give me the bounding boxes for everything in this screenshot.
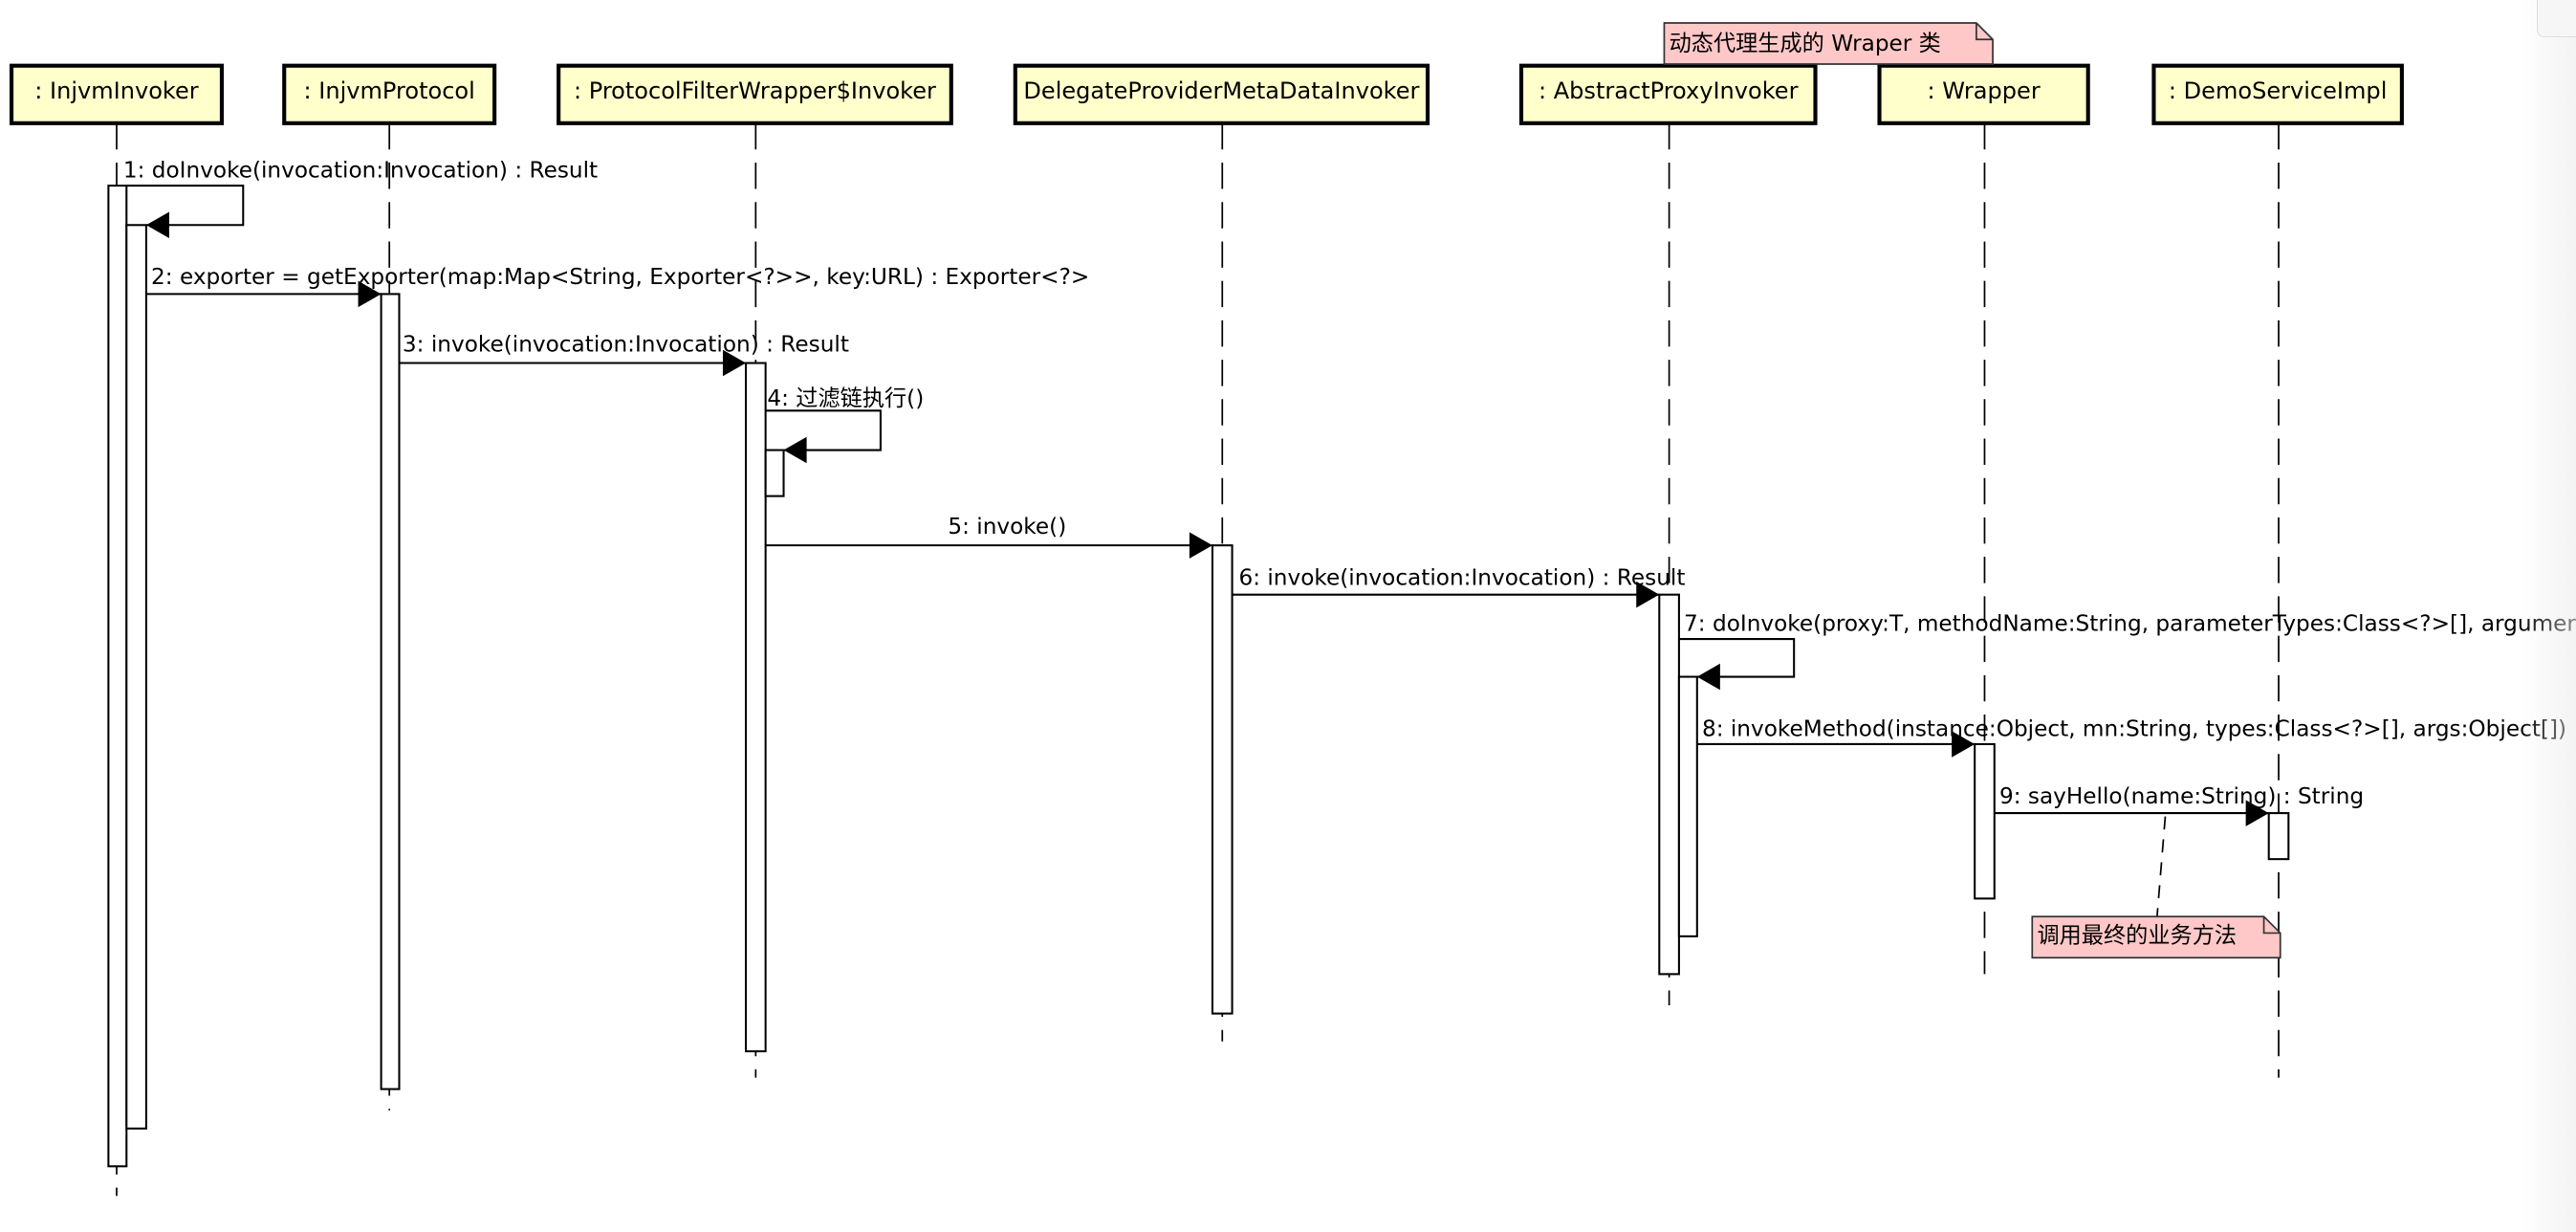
note-text: 调用最终的业务方法 (2037, 923, 2237, 949)
participant-p0[interactable]: : InjvmInvoker (9, 63, 225, 125)
arrowhead-icon (1636, 581, 1660, 608)
arrowhead-icon (1952, 731, 1976, 758)
message-6[interactable]: 6: invoke(invocation:Invocation) : Resul… (1232, 564, 1686, 608)
note-wrapper[interactable]: 动态代理生成的 Wraper 类 (1663, 22, 1994, 65)
note-anchor-line (2156, 816, 2167, 917)
activation-bar-p2-nested (764, 449, 785, 497)
arrowhead-icon (783, 436, 807, 464)
note-shape[interactable] (1663, 22, 1994, 65)
message-label: 8: invokeMethod(instance:Object, mn:Stri… (1702, 715, 2576, 741)
message-3[interactable]: 3: invoke(invocation:Invocation) : Resul… (399, 332, 849, 377)
arrowhead-icon (145, 211, 169, 239)
message-label: 4: 过滤链执行() (767, 385, 924, 411)
participant-box[interactable] (1013, 63, 1430, 125)
message-1[interactable]: 1: doInvoke(invocation:Invocation) : Res… (123, 157, 598, 239)
message-label: 2: exporter = getExporter(map:Map<String… (151, 264, 1089, 290)
activation-bar-p5 (1974, 742, 1996, 900)
message-label: 5: invoke() (948, 514, 1066, 539)
self-message-arrow[interactable] (765, 409, 882, 451)
message-label: 1: doInvoke(invocation:Invocation) : Res… (123, 157, 598, 183)
participant-box[interactable] (2151, 63, 2404, 125)
self-message-arrow[interactable] (1678, 638, 1796, 678)
participant-label: : Wrapper (1928, 77, 2041, 104)
self-message-arrow[interactable] (126, 185, 245, 227)
participant-p2[interactable]: : ProtocolFilterWrapper$Invoker (557, 63, 953, 125)
activation-bar-p3 (1211, 544, 1233, 1015)
note-shape[interactable] (2031, 915, 2281, 959)
participant-p3[interactable]: DelegateProviderMetaDataInvoker (1013, 63, 1430, 125)
message-7[interactable]: 7: doInvoke(proxy:T, methodName:String, … (1678, 610, 2576, 691)
activation-bar-p1 (380, 293, 401, 1090)
message-2[interactable]: 2: exporter = getExporter(map:Map<String… (145, 264, 1089, 308)
arrowhead-icon (1696, 663, 1720, 691)
arrowhead-icon (2245, 800, 2269, 826)
participant-label: : ProtocolFilterWrapper$Invoker (574, 77, 936, 104)
message-9[interactable]: 9: sayHello(name:String) : String (1994, 783, 2364, 826)
note-text: 动态代理生成的 Wraper 类 (1670, 31, 1941, 56)
participant-label: : InjvmInvoker (34, 77, 198, 104)
participant-box[interactable] (1877, 63, 2090, 125)
activation-bar-p4 (1658, 593, 1680, 976)
participant-label: DelegateProviderMetaDataInvoker (1023, 77, 1419, 104)
participant-p5[interactable]: : Wrapper (1877, 63, 2090, 125)
activation-bar-p4-nested (1677, 675, 1698, 937)
message-label: 6: invoke(invocation:Invocation) : Resul… (1238, 564, 1685, 590)
participant-p4[interactable]: : AbstractProxyInvoker (1518, 63, 1818, 125)
message-label: 3: invoke(invocation:Invocation) : Resul… (403, 332, 849, 358)
participant-box[interactable] (282, 63, 497, 125)
arrowhead-icon (722, 349, 747, 377)
activation-bar-p0-nested (125, 224, 147, 1130)
arrowhead-icon (1189, 532, 1212, 559)
activation-bar-p0-outer (107, 185, 128, 1168)
participant-box[interactable] (1518, 63, 1818, 125)
note-fold-corner-icon (2262, 916, 2281, 935)
arrowhead-icon (358, 280, 382, 308)
participant-p6[interactable]: : DemoServiceImpl (2151, 63, 2404, 125)
window-corner-tab (2537, 0, 2576, 37)
message-label: 9: sayHello(name:String) : String (1999, 783, 2364, 809)
activation-bar-p6 (2267, 812, 2290, 861)
participant-p1[interactable]: : InjvmProtocol (282, 63, 497, 125)
note-fold-corner-icon (1976, 23, 1994, 41)
participant-label: : DemoServiceImpl (2169, 77, 2387, 104)
window-edge-shadow (2519, 0, 2576, 1232)
message-8[interactable]: 8: invokeMethod(instance:Object, mn:Stri… (1696, 715, 2576, 758)
message-4[interactable]: 4: 过滤链执行() (765, 385, 925, 464)
participant-box[interactable] (557, 63, 953, 125)
participant-label: : AbstractProxyInvoker (1539, 77, 1799, 104)
activation-bar-p2 (744, 362, 767, 1053)
note-business[interactable]: 调用最终的业务方法 (2031, 816, 2281, 959)
message-label: 7: doInvoke(proxy:T, methodName:String, … (1684, 610, 2576, 636)
participant-label: : InjvmProtocol (304, 77, 475, 104)
message-5[interactable]: 5: invoke() (765, 514, 1212, 559)
participant-box[interactable] (9, 63, 225, 125)
